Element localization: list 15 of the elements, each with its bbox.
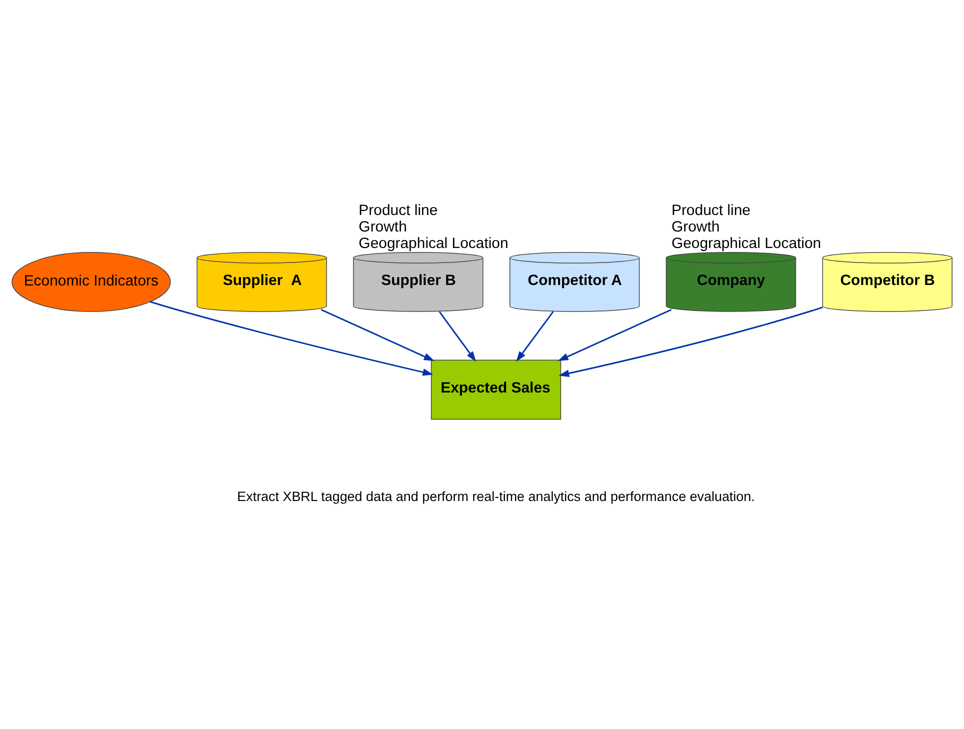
- node-label: Growth: [358, 218, 407, 235]
- node-label: Geographical Location: [671, 234, 822, 252]
- arrow: [150, 300, 434, 376]
- node-label: Growth: [671, 218, 720, 235]
- arrow: [516, 310, 554, 362]
- label: Extract XBRL tagged data and perform real-time analytics and performance evaluation.: [237, 488, 755, 504]
- node-label: Product line: [358, 201, 438, 218]
- node-box: Expected Sales: [430, 359, 562, 420]
- node-label: Geographical Location: [358, 234, 508, 252]
- node-ellipse: Economic Indicators: [12, 252, 171, 312]
- arrow: [558, 308, 672, 360]
- node-label: Product line: [671, 201, 750, 218]
- arrow: [438, 310, 476, 362]
- arrow: [558, 306, 823, 376]
- arrow: [320, 308, 434, 360]
